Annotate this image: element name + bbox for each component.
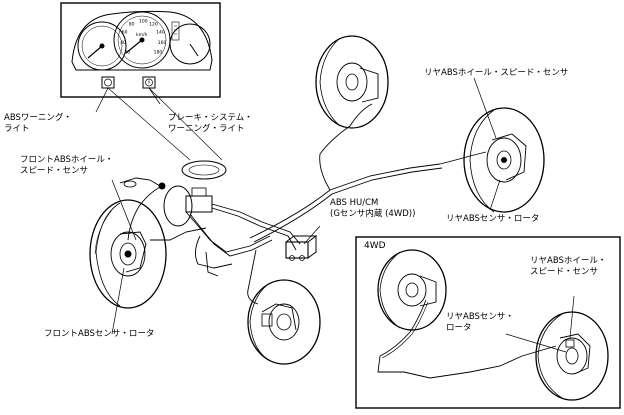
- speed-tick-label: 80: [129, 22, 135, 28]
- leader-inset-speed-sensor: [569, 295, 575, 339]
- rear-right-wheel: [463, 107, 545, 213]
- label-line: ライト: [4, 124, 30, 134]
- speed-tick-label: 180: [154, 50, 163, 56]
- dashboard-location: [181, 160, 227, 180]
- leader-inset-sensor-rotor: [505, 333, 567, 353]
- label-front-speed-sensor: フロントABSホイール・ スピード・センサ: [20, 155, 113, 177]
- label-line: ワーニング・ライト: [168, 124, 245, 134]
- leader-abs-warning: [95, 87, 109, 113]
- leader-front-sensor-rotor: [111, 267, 125, 335]
- inset-4wd-title: 4WD: [364, 241, 386, 252]
- front-left-wheel: [89, 199, 167, 309]
- label-line: リヤABSホイール・: [530, 256, 607, 266]
- label-line: ABS HU/CM: [330, 198, 379, 208]
- speed-tick-label: 100: [139, 19, 148, 25]
- label-line: リヤABSセンサ・: [446, 312, 514, 322]
- brake-lines: [150, 103, 487, 305]
- abs-hydraulic-unit: [285, 235, 318, 261]
- label-abs-warning-light: ABSワーニング・ ライト: [4, 113, 72, 135]
- inset-rear-left-wheel: [377, 249, 447, 331]
- leader-rear-speed-sensor: [473, 77, 497, 139]
- leader-front-speed-sensor: [111, 179, 137, 241]
- label-rear-sensor-rotor: リヤABSセンサ・ロータ: [446, 214, 539, 225]
- inset-4wd: [355, 236, 621, 409]
- front-right-wheel: [247, 279, 321, 365]
- speed-tick-label: 160: [158, 40, 167, 46]
- tachometer-gauge: [77, 21, 127, 71]
- label-rear-speed-sensor: リヤABSホイール・スピード・センサ: [424, 68, 568, 79]
- label-line: スピード・センサ: [530, 267, 599, 277]
- label-front-sensor-rotor: フロントABSセンサ・ロータ: [44, 329, 154, 340]
- brake-master-cylinder: [163, 185, 213, 227]
- label-line: (Gセンサ内蔵 (4WD)): [330, 209, 416, 219]
- leader-rear-sensor-rotor: [489, 179, 501, 211]
- label-line: ABSワーニング・: [4, 113, 72, 123]
- speed-tick-label: 20: [124, 50, 130, 56]
- rear-left-wheel: [315, 35, 389, 129]
- label-abs-hu-cm: ABS HU/CM (Gセンサ内蔵 (4WD)): [330, 198, 415, 220]
- label-line: ブレーキ・システム・: [168, 113, 253, 123]
- inset-rear-right-wheel: [535, 311, 609, 401]
- label-brake-warning-light: ブレーキ・システム・ ワーニング・ライト: [168, 113, 253, 135]
- speed-unit: km/h: [136, 32, 148, 38]
- abs-warning-lamp-icon: [101, 76, 115, 89]
- brake-warning-lamp-icon: [142, 76, 156, 89]
- speed-tick-label: 60: [122, 30, 128, 36]
- label-line: ロータ: [446, 323, 472, 333]
- label-inset-rear-speed-sensor: リヤABSホイール・ スピード・センサ: [530, 256, 606, 278]
- leader-brake-warning: [148, 87, 161, 105]
- label-line: 4WD: [364, 241, 386, 251]
- label-line: フロントABSセンサ・ロータ: [44, 329, 155, 339]
- label-line: フロントABSホイール・: [20, 155, 114, 165]
- speed-tick-label: 40: [120, 40, 126, 46]
- speed-tick-label: 120: [149, 22, 158, 28]
- label-line: リヤABSセンサ・ロータ: [446, 214, 540, 224]
- label-line: リヤABSホイール・スピード・センサ: [424, 68, 569, 78]
- fuel-temp-gauges: [169, 21, 211, 65]
- label-inset-rear-sensor-rotor: リヤABSセンサ・ ロータ: [446, 312, 514, 334]
- label-line: スピード・センサ: [20, 166, 89, 176]
- leader-hu-cm: [303, 225, 321, 245]
- speed-tick-label: 140: [156, 30, 165, 36]
